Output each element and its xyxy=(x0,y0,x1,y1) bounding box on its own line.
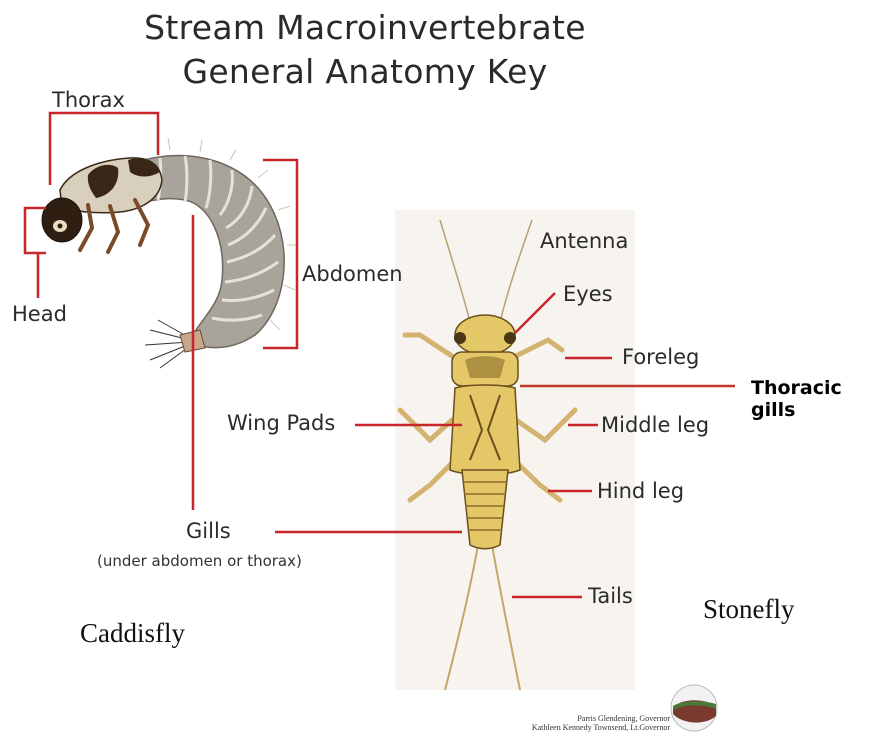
gills-label: Gills xyxy=(186,519,231,543)
credit-line-2: Kathleen Kennedy Townsend, Lt.Governor xyxy=(470,723,670,732)
caddisfly-head xyxy=(42,198,82,242)
middle-leg-label: Middle leg xyxy=(601,413,709,437)
caddisfly-name: Caddisfly xyxy=(80,618,185,649)
thorax-label: Thorax xyxy=(52,88,125,112)
gills-note: (under abdomen or thorax) xyxy=(97,552,302,570)
foreleg-label: Foreleg xyxy=(622,345,699,369)
credits: Parris Glendening, Governor Kathleen Ken… xyxy=(470,714,670,732)
caddisfly-illustration xyxy=(42,138,298,368)
state-seal-logo xyxy=(671,685,717,731)
wing-pads-label: Wing Pads xyxy=(227,411,335,435)
abdomen-label: Abdomen xyxy=(302,262,403,286)
thoracic-gills-label: Thoracic gills xyxy=(751,377,892,421)
antenna-label: Antenna xyxy=(540,229,628,253)
tails-label: Tails xyxy=(588,584,633,608)
credit-line-1: Parris Glendening, Governor xyxy=(470,714,670,723)
hind-leg-label: Hind leg xyxy=(597,479,684,503)
stonefly-wing-pads xyxy=(450,385,520,475)
head-label: Head xyxy=(12,302,67,326)
stonefly-name: Stonefly xyxy=(703,594,795,625)
eyes-label: Eyes xyxy=(563,282,613,306)
